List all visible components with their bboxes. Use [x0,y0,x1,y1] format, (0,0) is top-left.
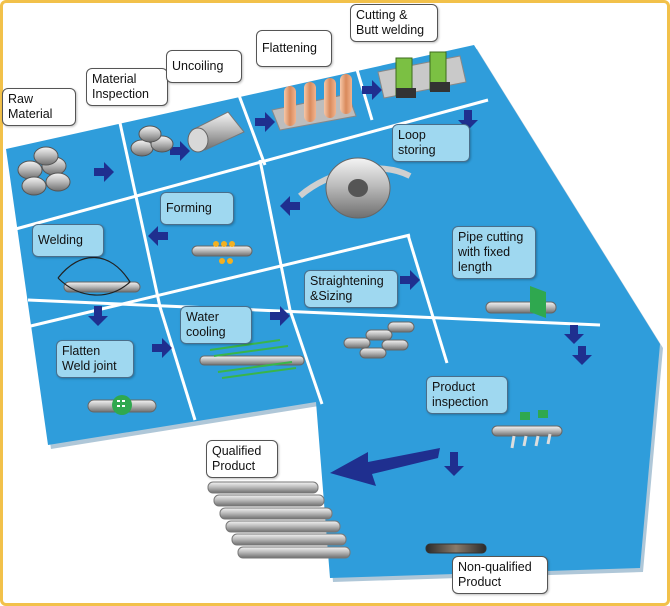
label-flattening: Flattening [256,30,332,67]
water-cooling-icon [199,339,305,379]
pipe-cutting-icon [485,286,557,318]
welding-pipe-icon [57,256,141,296]
label-loop-storing: Loop storing [392,124,470,162]
cutting-welder-icon [377,51,467,99]
board-surface [6,45,660,578]
forming-pipe-icon [191,241,253,264]
non-qualified-pipe-icon [425,543,487,554]
arrow-uncoiling-to-flattening [255,112,275,132]
arrow-to-qualified [330,448,440,486]
grid-lines [11,62,601,421]
label-uncoiling: Uncoiling [166,50,242,83]
arrow-cutting-down-2 [572,346,592,365]
label-raw-material: Raw Material [2,88,76,126]
arrow-straightening-to-cutting [400,270,420,290]
product-inspection-icon [491,410,563,449]
arrow-flattening-to-cutting [362,80,382,100]
straightening-pipes-icon [343,321,415,359]
label-straightening-sizing: Straightening &Sizing [304,270,398,308]
arrow-welding-to-flatten [88,306,108,326]
label-water-cooling: Water cooling [180,306,252,344]
flatten-weld-joint-icon [87,395,157,415]
label-pipe-cutting: Pipe cutting with fixed length [452,226,536,279]
arrow-flatten-to-cooling [152,338,172,358]
label-flatten-weld-joint: Flatten Weld joint [56,340,134,378]
arrow-cutting-down [564,325,584,344]
arrow-loop-to-forming [280,196,300,216]
arrow-raw-to-inspection [94,162,114,182]
flow-arrows [88,80,592,486]
qualified-product-pile-icon [207,481,351,559]
raw-material-coils-icon [17,146,71,196]
label-forming: Forming [160,192,234,225]
arrow-forming-to-welding [148,226,168,246]
label-non-qualified-product: Non-qualified Product [452,556,548,594]
inspection-coils-icon [130,125,174,157]
arrow-cooling-to-straightening [270,306,290,326]
arrow-to-nonqualified [444,452,464,476]
label-welding: Welding [32,224,104,257]
flattening-rollers-icon [271,74,357,131]
loop-storing-icon [298,157,412,219]
label-cutting-butt-welding: Cutting & Butt welding [350,4,438,42]
uncoiling-roll-icon [187,111,245,153]
label-qualified-product: Qualified Product [206,440,278,478]
label-material-inspection: Material Inspection [86,68,168,106]
label-product-inspection: Product inspection [426,376,508,414]
arrow-inspection-to-uncoiling [170,141,190,161]
